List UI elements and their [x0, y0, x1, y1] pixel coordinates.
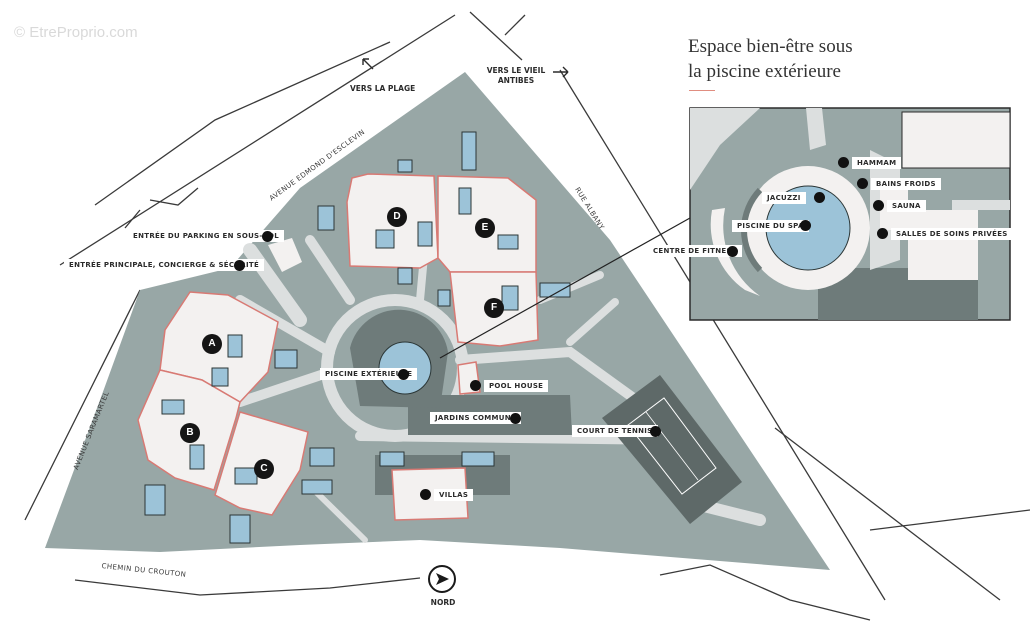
villas-label: VILLAS	[434, 489, 474, 501]
direction-antibes-line-2: ANTIBES	[497, 76, 535, 85]
bains-froids-label: BAINS FROIDS	[871, 178, 941, 190]
building-b-marker[interactable]: B	[180, 423, 200, 443]
parking-ramp	[268, 238, 302, 272]
street-lines	[24, 11, 1030, 621]
jacuzzi-label: JACUZZI	[762, 192, 806, 204]
inset-leader-line	[439, 217, 691, 359]
inset-title-rule	[689, 90, 715, 91]
inset-spa-plan	[689, 107, 1011, 321]
arrow-up-left-icon	[362, 58, 374, 70]
villas-marker[interactable]	[420, 489, 431, 500]
parking-label: ENTRÉE DU PARKING EN SOUS-SOL	[128, 230, 284, 242]
piscine-marker[interactable]	[398, 369, 409, 380]
watermark: © EtreProprio.com	[14, 24, 138, 41]
salles-soins-label: SALLES DE SOINS PRIVÉES	[891, 228, 1013, 240]
building-e-marker[interactable]: E	[475, 218, 495, 238]
piscine-label: PISCINE EXTÉRIEURE	[320, 368, 418, 380]
north-arrow-icon	[436, 573, 449, 585]
bains-froids-marker[interactable]	[857, 178, 868, 189]
compass-label: NORD	[430, 598, 456, 607]
building-c-marker[interactable]: C	[254, 459, 274, 479]
piscine-spa-marker[interactable]	[800, 220, 811, 231]
hammam-label: HAMMAM	[852, 157, 902, 169]
tennis-marker[interactable]	[650, 426, 661, 437]
sauna-marker[interactable]	[873, 200, 884, 211]
entree-marker[interactable]	[234, 260, 245, 271]
building-a-marker[interactable]: A	[202, 334, 222, 354]
piscine-spa-label: PISCINE DU SPA	[732, 220, 809, 232]
inset-title-line-1: Espace bien-être sous	[688, 36, 853, 57]
jacuzzi-marker[interactable]	[814, 192, 825, 203]
direction-plage: VERS LA PLAGE	[350, 84, 416, 93]
tennis-label: COURT DE TENNIS	[572, 425, 658, 437]
arrow-right-icon	[553, 66, 569, 78]
salles-soins-marker[interactable]	[877, 228, 888, 239]
building-f-marker[interactable]: F	[484, 298, 504, 318]
tennis-court	[602, 375, 742, 524]
jardins-label: JARDINS COMMUNS	[430, 412, 522, 424]
building-d-marker[interactable]: D	[387, 207, 407, 227]
sauna-label: SAUNA	[887, 200, 926, 212]
pool-house-label: POOL HOUSE	[484, 380, 549, 392]
parking-marker[interactable]	[262, 231, 273, 242]
pool-house-marker[interactable]	[470, 380, 481, 391]
direction-antibes: VERS LE VIEIL ANTIBES	[486, 66, 546, 86]
centre-fitness-marker[interactable]	[727, 246, 738, 257]
jardins-marker[interactable]	[510, 413, 521, 424]
direction-antibes-line-1: VERS LE VIEIL	[486, 66, 546, 75]
compass	[428, 565, 456, 593]
entree-label: ENTRÉE PRINCIPALE, CONCIERGE & SÉCURITÉ	[64, 259, 265, 271]
centre-fitness-label: CENTRE DE FITNESS	[648, 245, 742, 257]
inset-title-line-2: la piscine extérieure	[688, 61, 841, 82]
hammam-marker[interactable]	[838, 157, 849, 168]
inset-title: Espace bien-être sous la piscine extérie…	[688, 34, 988, 84]
